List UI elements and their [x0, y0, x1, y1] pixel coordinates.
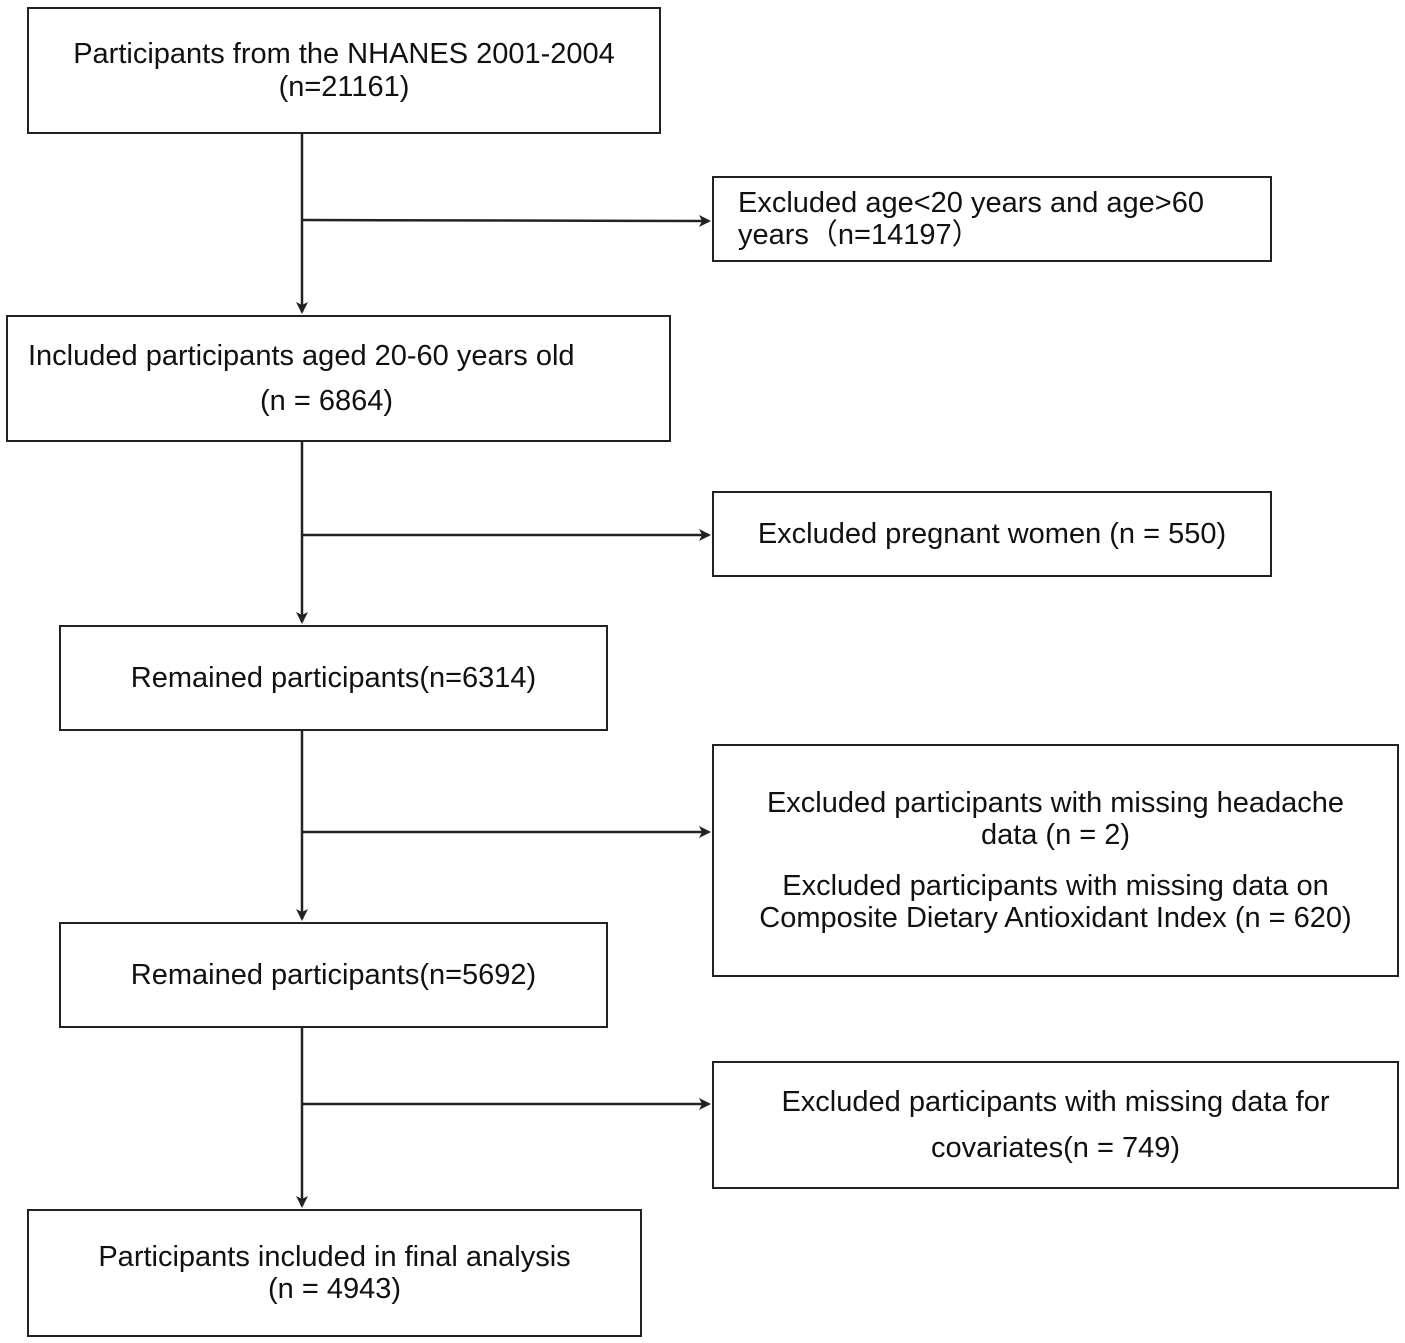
- box-excl-missing-line-2: data (n = 2): [980, 819, 1131, 852]
- box-excl-missing-line-3: Excluded participants with missing data …: [782, 869, 1329, 902]
- box-excl-pregnant-line-1: Excluded pregnant women (n = 550): [757, 517, 1227, 550]
- box-aged: Included participants aged 20-60 years o…: [6, 315, 671, 442]
- box-remain1-line-1: Remained participants(n=6314): [130, 661, 537, 694]
- box-excl-missing-line-4: Composite Dietary Antioxidant Index (n =…: [759, 901, 1352, 934]
- box-aged-line-2: (n = 6864): [260, 384, 394, 417]
- box-excl-covariates: Excluded participants with missing data …: [712, 1061, 1399, 1189]
- box-final: Participants included in final analysis …: [27, 1209, 642, 1337]
- box-remain2: Remained participants(n=5692): [59, 922, 608, 1028]
- box-start-line-2: (n=21161): [278, 70, 410, 103]
- box-excl-age: Excluded age<20 years and age>60 years（n…: [712, 176, 1272, 262]
- box-start-line-1: Participants from the NHANES 2001-2004: [73, 38, 615, 71]
- box-excl-covariates-line-2: covariates(n = 749): [930, 1132, 1181, 1164]
- box-excl-pregnant: Excluded pregnant women (n = 550): [712, 491, 1272, 577]
- box-remain2-line-1: Remained participants(n=5692): [130, 958, 537, 991]
- box-final-line-1: Participants included in final analysis: [98, 1240, 571, 1273]
- box-excl-missing: Excluded participants with missing heada…: [712, 744, 1399, 977]
- box-final-line-2: (n = 4943): [267, 1273, 401, 1305]
- box-aged-line-1: Included participants aged 20-60 years o…: [28, 340, 575, 373]
- box-excl-missing-line-1: Excluded participants with missing heada…: [766, 786, 1345, 819]
- arrow-to-excl-age: [301, 214, 711, 227]
- box-excl-age-line-1: Excluded age<20 years and age>60: [738, 186, 1204, 219]
- box-excl-age-line-2: years（n=14197）: [738, 219, 981, 251]
- box-start: Participants from the NHANES 2001-2004 (…: [27, 7, 661, 134]
- box-remain1: Remained participants(n=6314): [59, 625, 608, 731]
- box-excl-covariates-line-1: Excluded participants with missing data …: [781, 1085, 1330, 1118]
